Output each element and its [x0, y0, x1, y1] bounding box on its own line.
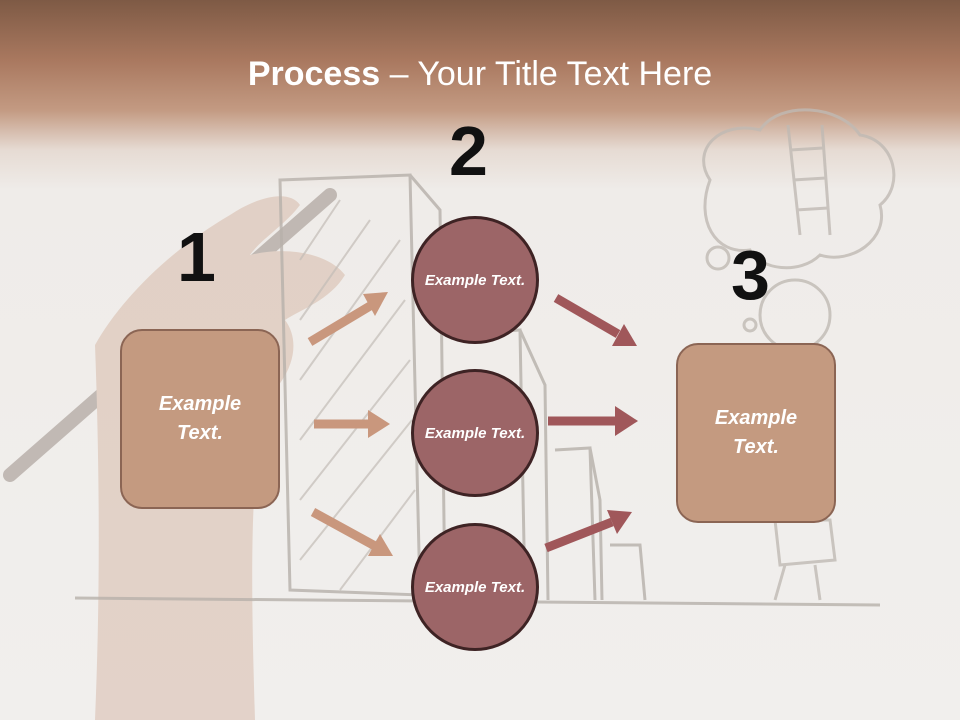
arrow-circle-bottom-to-box3 [544, 510, 632, 553]
arrow-box1-to-circle-bottom [310, 508, 393, 556]
arrow-circle-middle-to-box3 [548, 406, 638, 436]
title-bold: Process [247, 55, 381, 93]
step-box-3-text: Example Text. [714, 407, 798, 458]
step-number-3: 3 [731, 236, 770, 314]
step-box-3[interactable]: Example Text. [676, 343, 836, 523]
step-circle-bottom[interactable]: Example Text. [411, 523, 539, 651]
step-circle-middle-text: Example Text. [424, 424, 526, 442]
step-circle-top[interactable]: Example Text. [411, 216, 539, 344]
arrow-circle-top-to-box3 [553, 294, 637, 346]
step-box-1[interactable]: Example Text. [120, 329, 280, 509]
step-number-2: 2 [449, 112, 488, 190]
step-circle-bottom-text: Example Text. [424, 578, 526, 596]
arrow-box1-to-circle-middle [314, 410, 390, 438]
step-box-1-text: Example Text. [158, 393, 242, 444]
step-circle-top-text: Example Text. [424, 271, 526, 289]
title-rest: – Your Title Text Here [380, 55, 713, 93]
slide-title: Process – Your Title Text Here [0, 52, 960, 96]
arrow-box1-to-circle-top [307, 292, 388, 346]
step-number-1: 1 [177, 218, 216, 296]
step-circle-middle[interactable]: Example Text. [411, 369, 539, 497]
